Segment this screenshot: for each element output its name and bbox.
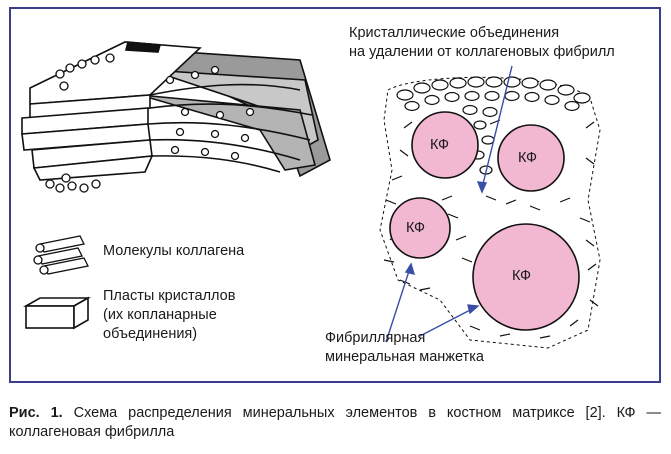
- annotation-arrows: [385, 65, 513, 343]
- plates-legend-icon: [22, 296, 92, 330]
- arrow-to-cuff-left: [385, 267, 411, 343]
- fibril-label-1: КФ: [430, 137, 449, 153]
- fibril-2: [497, 124, 565, 192]
- label-crystal-distant: Кристаллические объединения на удалении …: [349, 25, 615, 60]
- mineral-matrix: [379, 76, 601, 349]
- collagen-fibrils: [389, 111, 580, 331]
- fibril-1: [411, 111, 479, 179]
- arrow-to-cuff-right: [419, 307, 475, 337]
- fibril-3: [389, 197, 451, 259]
- caption-text: Схема распределения минеральных элементо…: [9, 405, 661, 440]
- label-fibrillar-cuff: Фибриллярная минеральная манжетка: [325, 330, 484, 365]
- fibril-label-3: КФ: [406, 220, 425, 236]
- label-collagen-molecules: Молекулы коллагена: [103, 243, 245, 259]
- fibril-label-4: КФ: [512, 268, 531, 284]
- collagen-legend-icon: [33, 235, 89, 275]
- label-crystal-plates: Пласты кристаллов (их копланарные объеди…: [103, 288, 236, 342]
- collagen-rods-left: [45, 53, 255, 193]
- fibril-label-2: КФ: [518, 150, 537, 166]
- crystal-plates-stack: [21, 41, 331, 181]
- caption-prefix: Рис. 1.: [9, 405, 63, 421]
- arrow-to-crystals: [481, 65, 513, 189]
- figure-caption: Рис. 1. Схема распределения минеральных …: [9, 404, 661, 442]
- fibril-4: [472, 223, 580, 331]
